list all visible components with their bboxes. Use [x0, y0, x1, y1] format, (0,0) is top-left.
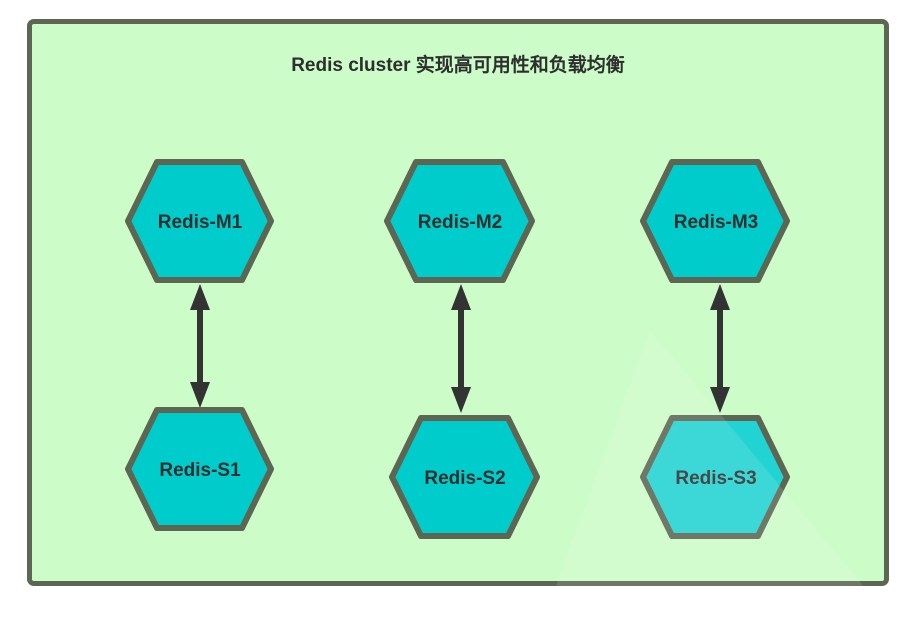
node-label: Redis-M1 [158, 212, 243, 233]
node-label: Redis-S1 [159, 460, 241, 481]
arrow-head-down-icon [451, 387, 471, 413]
node-redis-m1[interactable]: Redis-M1 [125, 159, 274, 283]
node-redis-m2[interactable]: Redis-M2 [384, 159, 535, 283]
link-m2-s2 [451, 284, 471, 413]
node-label: Redis-S3 [675, 468, 756, 489]
watermark-shape [540, 330, 900, 630]
arrow-head-down-icon [710, 387, 730, 413]
hexagon-icon [640, 415, 790, 539]
node-label: Redis-M3 [674, 212, 758, 233]
link-m1-s1 [190, 284, 210, 408]
hexagon-icon [384, 159, 535, 283]
hexagon-icon [125, 159, 274, 283]
node-redis-s1[interactable]: Redis-S1 [125, 407, 274, 531]
node-redis-s2[interactable]: Redis-S2 [389, 415, 540, 539]
arrow-head-up-icon [451, 284, 471, 310]
diagram-title: Redis cluster 实现高可用性和负载均衡 [291, 53, 625, 76]
hexagon-icon [389, 415, 540, 539]
arrow-head-down-icon [190, 382, 210, 408]
node-label: Redis-M2 [418, 212, 502, 233]
link-m3-s3 [710, 284, 730, 413]
node-label: Redis-S2 [424, 468, 505, 489]
arrow-head-up-icon [710, 284, 730, 310]
node-redis-m3[interactable]: Redis-M3 [640, 159, 790, 283]
arrow-head-up-icon [190, 284, 210, 310]
node-redis-s3[interactable]: Redis-S3 [640, 415, 790, 539]
hexagon-icon [125, 407, 274, 531]
hexagon-icon [640, 159, 790, 283]
